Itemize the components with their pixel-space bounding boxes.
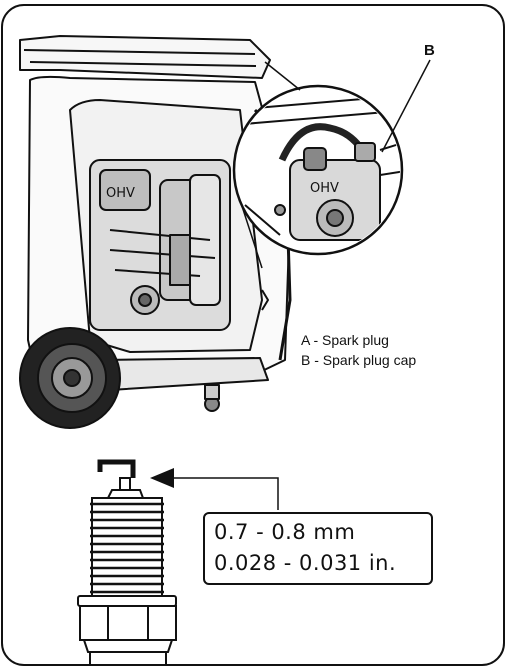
- gap-value-mm: 0.7 - 0.8 mm: [214, 520, 356, 544]
- label-b-marker: B: [424, 42, 435, 59]
- gap-spec-box: 0.7 - 0.8 mm 0.028 - 0.031 in.: [203, 512, 433, 585]
- legend-item-a: A - Spark plug: [301, 332, 389, 348]
- legend-item-b: B - Spark plug cap: [301, 352, 417, 368]
- legend: A - Spark plug B - Spark plug cap: [301, 330, 416, 370]
- generator-illustration: OHV: [19, 35, 292, 412]
- pointer-b: [381, 59, 431, 153]
- svg-text:OHV: OHV: [106, 186, 135, 201]
- gap-value-inch: 0.028 - 0.031 in.: [214, 551, 397, 575]
- svg-text:OHV: OHV: [310, 181, 339, 196]
- page-frame: [1, 4, 505, 666]
- wheel-illustration: [19, 327, 121, 429]
- spark-plug-illustration: [77, 459, 177, 664]
- magnified-view: OHV: [232, 59, 431, 269]
- arrow-icon: [150, 468, 279, 510]
